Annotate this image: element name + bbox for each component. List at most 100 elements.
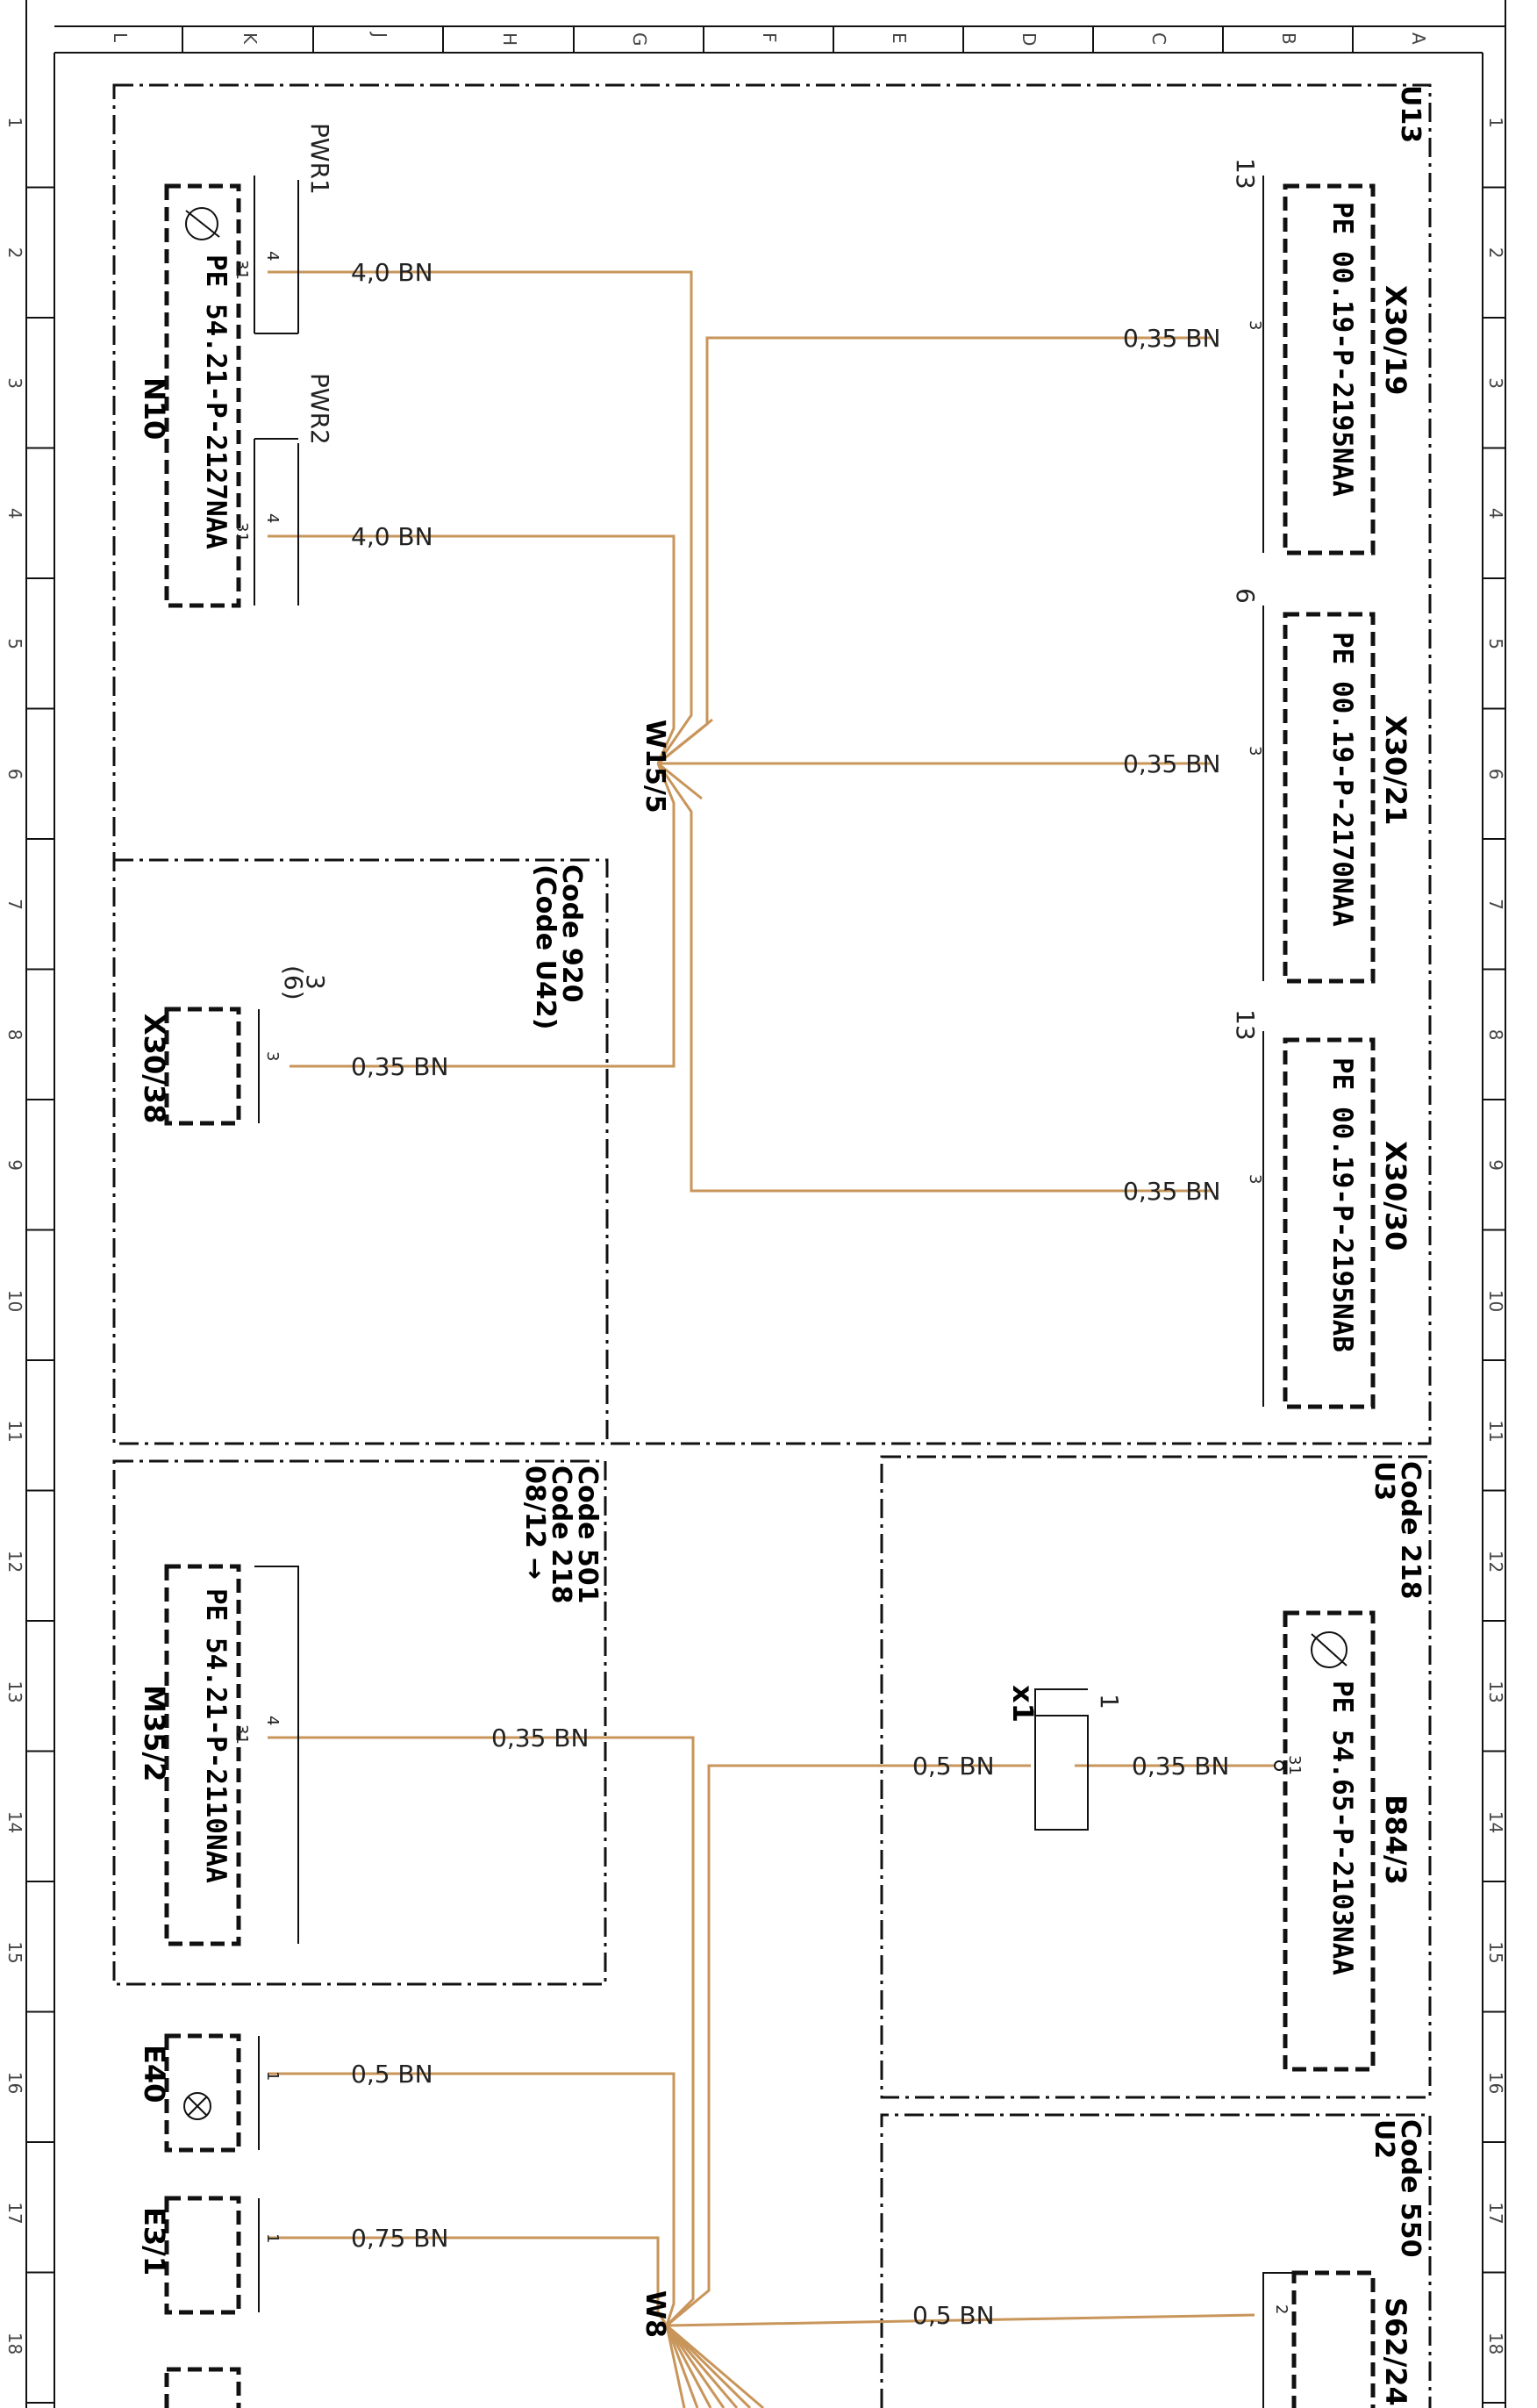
grid-row-1-left: 1	[4, 117, 25, 128]
wire-labels: 4,0 BN 4,0 BN 0,35 BN 0,35 BN 0,35 BN 0,…	[351, 258, 1229, 2330]
component-m35-2[interactable]: PE 54.21-P-2110NAA M35/2 4 31	[138, 1564, 299, 1946]
s62-24-label: S62/24	[1379, 2297, 1412, 2406]
x30-30-label: X30/30	[1379, 1141, 1412, 1251]
x30-38-label: X30/38	[138, 1014, 171, 1123]
grid-row-2-left: 2	[4, 247, 25, 259]
m35-2-pin31: 31	[232, 1724, 251, 1745]
grid-col-L: L	[110, 32, 131, 43]
code550-frame	[880, 2113, 1432, 2408]
grid-row-7-left: 7	[4, 899, 25, 910]
wire-s62-24: 0,5 BN	[912, 2301, 995, 2330]
wire-m35-2: 0,35 BN	[491, 1724, 589, 1752]
e3-1-label: E3/1	[138, 2207, 171, 2275]
b84-3-pe-ref[interactable]: PE 54.65-P-2103NAA	[1326, 1681, 1358, 1975]
code218-u3-label: Code 218	[1395, 1461, 1426, 1600]
grid-row-8-right: 8	[1485, 1029, 1506, 1041]
grid-row-15-right: 15	[1485, 1941, 1506, 1963]
n10-pwr2: PWR2	[305, 373, 334, 445]
wire-x1-left: 0,5 BN	[912, 1752, 995, 1781]
grid-row-4-right: 4	[1485, 508, 1506, 520]
wires	[268, 270, 1274, 2408]
grid-row-3-left: 3	[4, 377, 25, 389]
grid-col-A: A	[1408, 32, 1429, 45]
wire-x30-19: 0,35 BN	[1123, 324, 1220, 353]
e40-pin1: 1	[263, 2071, 282, 2081]
x30-30-pin3: 3	[1246, 1174, 1264, 1184]
grid-row-14-left: 14	[4, 1811, 25, 1833]
x30-19-pe-ref[interactable]: PE 00.19-P-2195NAA	[1326, 202, 1358, 497]
x30-30-pe-ref[interactable]: PE 00.19-P-2195NAB	[1326, 1057, 1358, 1352]
code920-label: Code 920	[556, 864, 587, 1003]
code920-frame	[114, 858, 609, 1444]
x30-21-count: 6	[1231, 588, 1260, 604]
e3-1-pin1: 1	[263, 2233, 282, 2243]
code-u42-label: (Code U42)	[530, 864, 561, 1029]
wire-x1-right: 0,35 BN	[1132, 1752, 1229, 1781]
n10-pe-ref[interactable]: PE 54.21-P-2127NAA	[200, 254, 232, 549]
grid-row-12-left: 12	[4, 1551, 25, 1573]
drawing-frame	[25, 0, 1506, 2408]
code218-u3-frame	[880, 1455, 1432, 2099]
code501-frame	[112, 1459, 607, 1986]
m35-2-pin4: 4	[263, 1716, 282, 1725]
component-b84-3[interactable]: B84/3 PE 54.65-P-2103NAA 31	[1274, 1610, 1412, 2072]
wire-n10-a: 4,0 BN	[351, 258, 433, 287]
x30-38-pin-top: 3	[301, 974, 330, 990]
grid-row-10-right: 10	[1485, 1290, 1506, 1312]
x30-19-pin3: 3	[1246, 320, 1264, 330]
wire-n10-b: 4,0 BN	[351, 522, 433, 551]
grid-col-J: J	[369, 31, 390, 38]
grid-col-B: B	[1278, 32, 1299, 45]
x30-21-pe-ref[interactable]: PE 00.19-P-2170NAA	[1326, 632, 1358, 927]
grid-row-5-left: 5	[4, 638, 25, 649]
n10-pin4a: 4	[263, 251, 282, 261]
wire-e3-1: 0,75 BN	[351, 2224, 448, 2253]
u13-frame	[112, 83, 1432, 1445]
grid-row-13-left: 13	[4, 1681, 25, 1702]
x30-21-label: X30/21	[1379, 715, 1412, 825]
grid-row-4-left: 4	[4, 508, 25, 520]
component-x1[interactable]: x1 1	[1006, 1685, 1124, 1831]
s62-24-pin2: 2	[1272, 2304, 1290, 2314]
grid-row-5-right: 5	[1485, 638, 1506, 649]
component-x30-21[interactable]: X30/21 PE 00.19-P-2170NAA 6 3	[1231, 588, 1412, 984]
grid-row-11-right: 11	[1485, 1420, 1506, 1442]
component-x30-19[interactable]: X30/19 PE 00.19-P-2195NAA 13 3	[1231, 158, 1412, 555]
grid-row-3-right: 3	[1485, 377, 1506, 389]
grid-col-G: G	[629, 32, 650, 47]
component-e3-1[interactable]: E3/1 1	[138, 2196, 282, 2315]
component-s62-24[interactable]: S62/24 2	[1262, 2270, 1412, 2408]
b84-3-pin31: 31	[1285, 1755, 1304, 1775]
lamp-icon	[183, 2092, 211, 2120]
n10-pin4b: 4	[263, 513, 282, 523]
grid-col-D: D	[1019, 32, 1040, 46]
grid-row-16-left: 16	[4, 2072, 25, 2094]
component-bottom-stub	[164, 2367, 241, 2408]
sensor-icon	[185, 207, 218, 240]
grid-row-7-right: 7	[1485, 899, 1506, 910]
component-x30-30[interactable]: X30/30 PE 00.19-P-2195NAB 13 3	[1231, 1009, 1412, 1409]
grid-row-18-right: 18	[1485, 2333, 1506, 2354]
wire-x30-30: 0,35 BN	[1123, 1177, 1220, 1206]
harness-w8: W8	[640, 2290, 670, 2338]
grid-col-E: E	[889, 32, 910, 44]
grid-row-13-right: 13	[1485, 1681, 1506, 1702]
u3-label: U3	[1369, 1461, 1399, 1501]
component-e40[interactable]: E40 1	[138, 2033, 282, 2153]
grid-row-16-right: 16	[1485, 2072, 1506, 2094]
grid-row-10-left: 10	[4, 1290, 25, 1312]
grid-row-17-right: 17	[1485, 2202, 1506, 2224]
x30-19-count: 13	[1231, 158, 1260, 190]
component-n10[interactable]: PE 54.21-P-2127NAA N10 PWR1 PWR2 4 31 4 …	[138, 123, 334, 608]
grid-row-8-left: 8	[4, 1029, 25, 1041]
x1-label: x1	[1006, 1685, 1040, 1723]
m35-2-pe-ref[interactable]: PE 54.21-P-2110NAA	[200, 1588, 232, 1883]
code218-date: 08/12 →	[519, 1466, 550, 1580]
component-x30-38[interactable]: X30/38 3 (6) 3	[138, 965, 330, 1126]
grid-row-6-left: 6	[4, 769, 25, 780]
grid-row-17-left: 17	[4, 2202, 25, 2224]
code218-label: Code 218	[546, 1466, 576, 1604]
